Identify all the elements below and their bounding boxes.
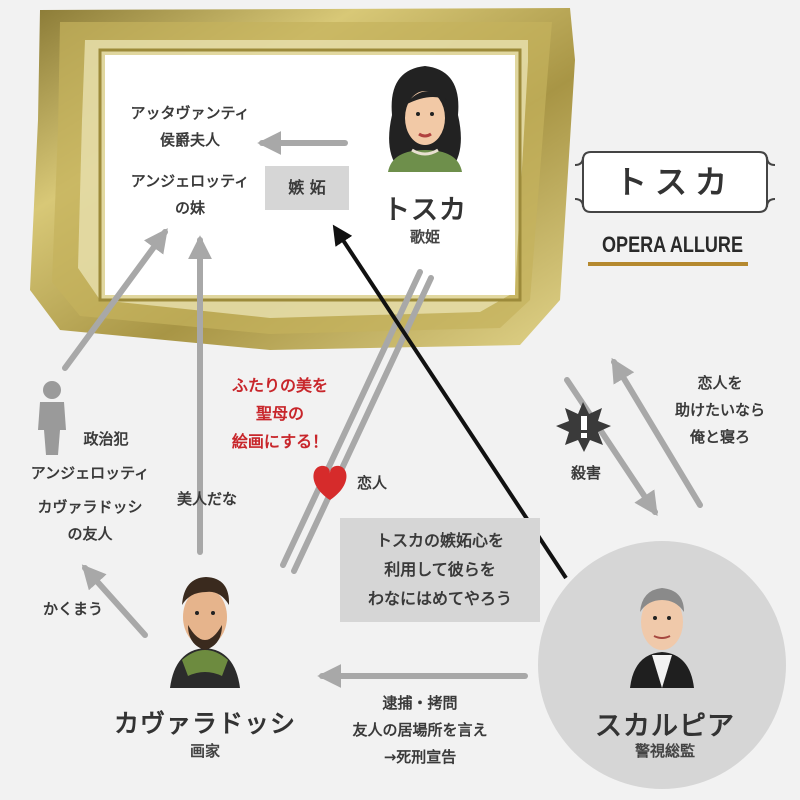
scarpia-name: スカルピア: [595, 711, 735, 742]
prisoner-figure-icon: [38, 381, 66, 455]
angelotti-sister-line2: の妹: [174, 199, 205, 217]
scarpia-role: 警視総監: [634, 742, 695, 760]
painting-note-line1: ふたりの美を: [231, 376, 328, 395]
angelotti-desc: カヴァラドッシ の友人: [10, 494, 170, 548]
angelotti-name: アンジェロッティ: [30, 464, 150, 482]
line-lovers-2: [291, 275, 434, 574]
gray-arrows: [62, 131, 703, 688]
angelotti-desc-line2: の友人: [67, 525, 113, 543]
scarpia-portrait-icon: [630, 588, 694, 688]
brand-underline: [588, 262, 748, 266]
painting-note: ふたりの美を 聖母の 絵画にする！: [215, 372, 345, 456]
arrow-offer: [611, 357, 703, 508]
burst-icon: [556, 402, 611, 452]
scheme-box-line1: トスカの嫉妬心を: [375, 531, 504, 550]
attavanti-label: アッタヴァンティ 侯爵夫人: [110, 100, 270, 154]
painting-note-line3: 絵画にする！: [231, 432, 329, 451]
angelotti-desc-line1: カヴァラドッシ: [37, 498, 143, 516]
arrest-line3: →死刑宣告: [383, 748, 457, 766]
kill-label: 殺害: [570, 464, 601, 482]
brand-logo: OPERA ALLURE: [602, 232, 743, 257]
jealousy-box: 嫉 妬: [265, 166, 349, 210]
cavaradossi-role: 画家: [189, 742, 220, 760]
arrest-line2: 友人の居場所を言え: [352, 721, 488, 739]
arrow-angelotti-to-sister: [62, 228, 168, 371]
scheme-box-line2: 利用して彼らを: [384, 560, 496, 579]
scarpia-offer: 恋人を 助けたいなら 俺と寝ろ: [655, 370, 785, 451]
arrest-line1: 逮捕・拷問: [382, 694, 458, 712]
painting-note-line2: 聖母の: [255, 404, 304, 423]
tosca-role: 歌姫: [409, 228, 440, 246]
arrow-kill: [564, 377, 658, 516]
scarpia-offer-line2: 助けたいなら: [674, 401, 765, 419]
cavaradossi-name: カヴァラドッシ: [113, 709, 296, 738]
heart-icon: [313, 465, 347, 500]
arrow-hide: [81, 564, 148, 638]
tosca-portrait-icon: [388, 66, 462, 172]
scarpia-offer-line3: 俺と寝ろ: [689, 428, 750, 446]
scheme-box-line3: わなにはめてやろう: [367, 589, 512, 608]
arrest-label: 逮捕・拷問 友人の居場所を言え →死刑宣告: [325, 690, 515, 771]
page-title: トスカ: [614, 163, 735, 201]
political-prisoner-label: 政治犯: [83, 430, 129, 448]
title-frame: [574, 151, 776, 213]
beautiful-label: 美人だな: [176, 490, 237, 508]
angelotti-sister-line1: アンジェロッティ: [130, 172, 250, 190]
attavanti-line1: アッタヴァンティ: [130, 104, 250, 122]
attavanti-line2: 侯爵夫人: [159, 131, 220, 149]
angelotti-sister-label: アンジェロッティ の妹: [110, 168, 270, 222]
cavaradossi-portrait-icon: [170, 577, 240, 688]
scarpia-offer-line1: 恋人を: [697, 374, 743, 392]
lovers-label: 恋人: [356, 474, 387, 492]
tosca-name: トスカ: [383, 195, 467, 226]
hide-label: かくまう: [42, 600, 103, 618]
scheme-box: トスカの嫉妬心を 利用して彼らを わなにはめてやろう: [340, 518, 540, 622]
